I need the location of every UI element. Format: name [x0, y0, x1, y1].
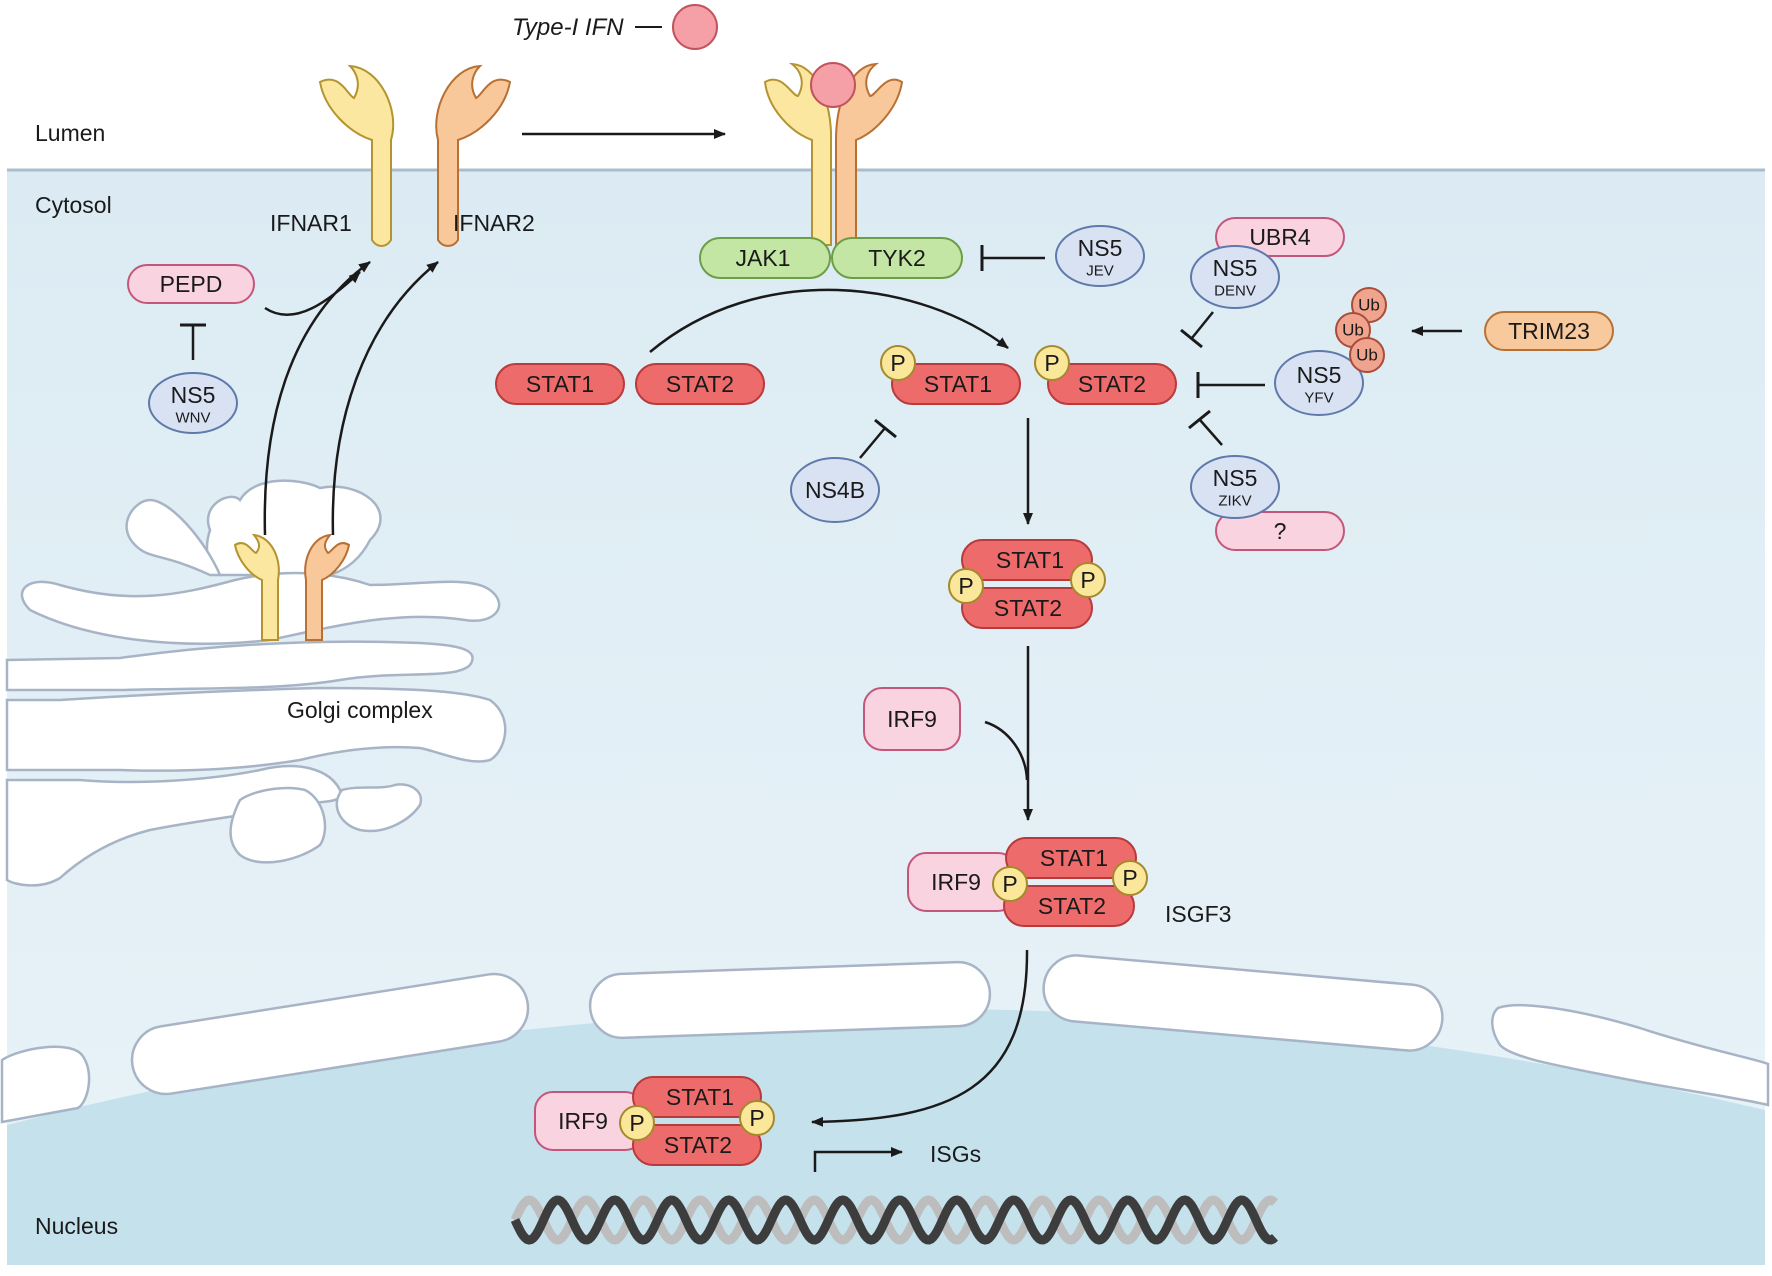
ns5-jev-label: NS5 — [1078, 235, 1123, 261]
ns5-wnv — [148, 372, 238, 434]
svg-text:Ub: Ub — [1356, 346, 1378, 365]
phosphorylation-arrow — [649, 288, 1009, 353]
pstat2-phospho-label: P — [1044, 350, 1059, 376]
cytosol-label: Cytosol — [35, 192, 112, 218]
nucleus-label: Nucleus — [35, 1213, 118, 1239]
svg-text:Ub: Ub — [1342, 321, 1364, 340]
nuclear-import-arrow — [811, 949, 1029, 1127]
denv-inhibition-bar — [1180, 328, 1203, 349]
ns5-wnv-label: NS5 — [171, 382, 216, 408]
stat-heterodimer: STAT1 STAT2 P P — [948, 539, 1106, 629]
pstat1-phospho — [880, 345, 916, 381]
svg-text:STAT1: STAT1 — [1040, 845, 1108, 871]
ifnar2-receptor — [435, 64, 512, 247]
ns5-jev — [1055, 225, 1145, 287]
golgi-ifnar2 — [304, 533, 351, 641]
ns4b-inhibition-bar — [874, 418, 897, 439]
svg-text:STAT2: STAT2 — [1038, 893, 1106, 919]
isgf3-label: ISGF3 — [1165, 901, 1231, 927]
pstat1-phospho-label: P — [890, 350, 905, 376]
stat2-label: STAT2 — [666, 371, 734, 397]
ifnar1-label: IFNAR1 — [270, 210, 352, 236]
ns4b — [790, 457, 880, 523]
ns5-zikv-label: NS5 — [1213, 465, 1258, 491]
pepd — [127, 264, 255, 304]
dna-helix — [510, 1195, 1279, 1245]
zikv-inhibition-bar — [1188, 409, 1211, 430]
dna-strand-front — [510, 1195, 1279, 1245]
irf9-free-label: IRF9 — [887, 706, 937, 732]
nucleus-region — [7, 1008, 1765, 1265]
trim23 — [1484, 311, 1614, 351]
isgf3-cytosolic: IRF9 STAT1 STAT2 P P — [907, 837, 1148, 927]
ifn-label: Type-I IFN — [512, 14, 624, 41]
jev-label: JEV — [1086, 263, 1114, 280]
denv-inhibition-line — [1191, 311, 1214, 339]
ifnar1-receptor — [318, 64, 395, 247]
ubiquitin-chain: Ub Ub Ub — [1335, 287, 1387, 373]
pstat2-label: STAT2 — [1078, 371, 1146, 397]
jak1-kinase — [699, 237, 831, 279]
bound-ifn-ligand — [810, 62, 856, 108]
wnv-label: WNV — [176, 410, 211, 427]
zikv-inhibition-line — [1199, 419, 1223, 446]
isgf3-nuclear: IRF9 STAT1 STAT2 P P — [534, 1076, 775, 1166]
transcription-arrow — [813, 1147, 903, 1172]
ubr4-label: UBR4 — [1249, 224, 1311, 250]
svg-text:P: P — [1080, 567, 1095, 593]
ns5-yfv-label: NS5 — [1297, 362, 1342, 388]
jak1-label: JAK1 — [736, 245, 791, 271]
yfv-label: YFV — [1304, 390, 1333, 407]
irf9-free — [863, 687, 961, 751]
stat1-unphosphorylated — [495, 363, 625, 405]
irf9-joining-arrow — [984, 720, 1029, 781]
svg-text:STAT2: STAT2 — [664, 1132, 732, 1158]
svg-text:P: P — [1002, 871, 1017, 897]
ns5-denv-label: NS5 — [1213, 255, 1258, 281]
dimer-stat1-label: STAT1 — [996, 547, 1064, 573]
pstat1 — [891, 363, 1021, 405]
pepd-label: PEPD — [160, 271, 223, 297]
svg-text:Ub: Ub — [1358, 296, 1380, 315]
ifnar2-label: IFNAR2 — [453, 210, 535, 236]
stat2-unphosphorylated — [635, 363, 765, 405]
nuclear-envelope — [0, 954, 1770, 1124]
pstat2-phospho — [1034, 345, 1070, 381]
golgi-ifnar1 — [233, 533, 280, 641]
dna-strand-back — [510, 1195, 1279, 1245]
golgi-label: Golgi complex — [287, 697, 433, 723]
isgs-label: ISGs — [930, 1141, 981, 1167]
ns4b-inhibition-line — [859, 427, 886, 459]
pstat2 — [1047, 363, 1177, 405]
ns4b-label: NS4B — [805, 477, 865, 503]
unknown-label: ? — [1274, 518, 1287, 544]
ns5-zikv — [1190, 455, 1280, 519]
ns5-yfv — [1274, 350, 1364, 416]
dimer-stat2-label: STAT2 — [994, 595, 1062, 621]
tyk2-label: TYK2 — [868, 245, 926, 271]
golgi-to-ifnar2-arrow — [331, 261, 439, 536]
svg-text:IRF9: IRF9 — [931, 869, 981, 895]
svg-text:P: P — [629, 1110, 644, 1136]
svg-text:P: P — [1122, 865, 1137, 891]
svg-text:STAT1: STAT1 — [666, 1084, 734, 1110]
denv-label: DENV — [1214, 283, 1256, 300]
stat1-label: STAT1 — [526, 371, 594, 397]
svg-text:P: P — [749, 1105, 764, 1131]
svg-text:IRF9: IRF9 — [558, 1108, 608, 1134]
zikv-label: ZIKV — [1218, 493, 1251, 510]
lumen-label: Lumen — [35, 120, 105, 146]
ifn-ligand — [672, 4, 718, 50]
tyk2-kinase — [831, 237, 963, 279]
ns5-denv — [1190, 245, 1280, 309]
pepd-to-ifnar1-arrow — [264, 271, 361, 316]
trim23-label: TRIM23 — [1508, 318, 1590, 344]
pstat1-label: STAT1 — [924, 371, 992, 397]
unknown-host-factor — [1215, 511, 1345, 551]
svg-text:P: P — [958, 573, 973, 599]
